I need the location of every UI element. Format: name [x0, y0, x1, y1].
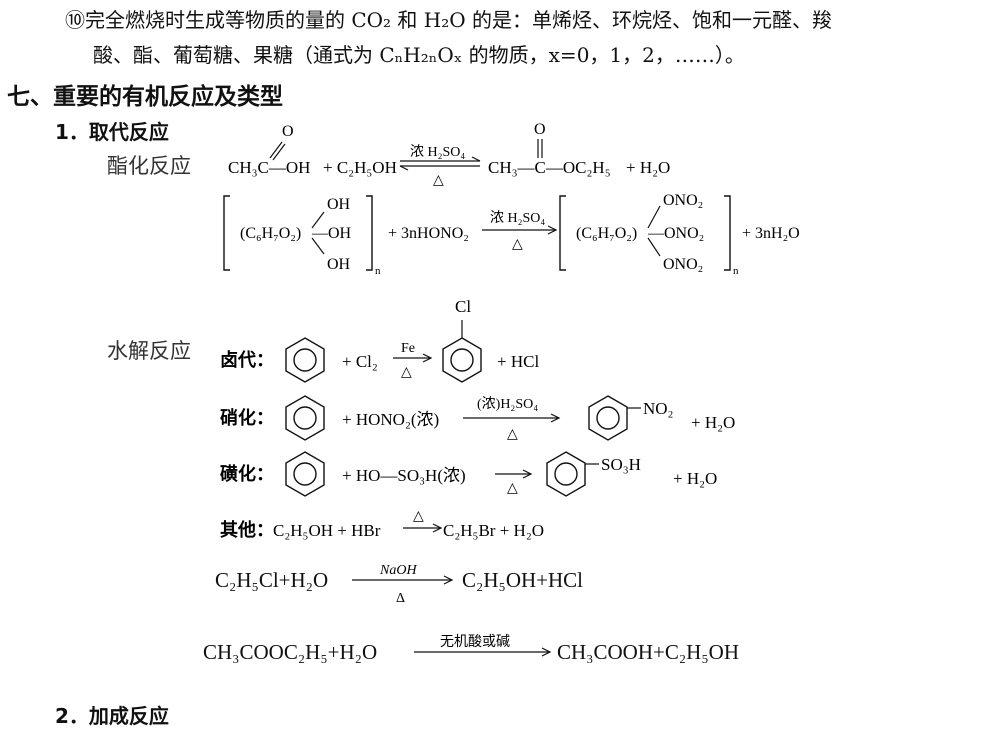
sulfonation-label: 磺化： [220, 463, 274, 484]
ester-hydrolysis-arrow: 无机酸或碱 [414, 634, 552, 657]
cellulose-core-2: (C₆H₇O₂) [576, 225, 637, 242]
bracket-right-2 [724, 195, 731, 271]
others-reaction: C₂H₅OH + HBr [273, 521, 381, 540]
cellulose-catalyst: 浓 H₂SO₄ [490, 210, 545, 226]
oh-mid: —OH [311, 225, 352, 242]
sulfonation-reagent: + HO—SO₃H(浓) [342, 466, 466, 485]
ester-catalyst: 浓 H₂SO₄ [410, 144, 465, 160]
ono2-bottom: ONO₂ [663, 256, 703, 273]
chloroethane-arrow: NaOH Δ [352, 563, 454, 606]
halogenation-condition: △ [401, 365, 412, 380]
n-subscript-1: n [375, 265, 381, 277]
cellulose-arrow-head [547, 225, 558, 235]
halogenation-label: 卤代： [220, 349, 274, 370]
oh-bottom: OH [327, 256, 351, 273]
ono2-top: ONO₂ [663, 192, 703, 209]
halogenation-reagent: + Cl₂ [342, 352, 378, 371]
section7-title: 七、重要的有机反应及类型 [7, 84, 283, 110]
ester-condition: △ [433, 173, 444, 188]
halogenation-catalyst: Fe [401, 341, 415, 356]
reversible-arrow-top-head [471, 156, 481, 162]
sulfonation-product2: + H₂O [673, 469, 717, 488]
sulfonation-arrow-head [522, 469, 533, 479]
ester-alcohol-reactant: + C₂H₅OH [323, 158, 397, 177]
item10-line2: 酸、酯、葡萄糖、果糖（通式为 CₙH₂ₙOₓ 的物质，x=0，1，2，……）。 [93, 43, 745, 67]
nitration-reagent: + HONO₂(浓) [342, 410, 439, 429]
bracket-left-2 [559, 195, 566, 271]
chloroethane-catalyst: NaOH [379, 563, 417, 578]
cellulose-condition: △ [512, 237, 523, 252]
cellulose-core-1: (C₆H₇O₂) [240, 225, 301, 242]
chloroethane-reactants: C₂H₅Cl+H₂O [215, 568, 329, 592]
chloroethane-arrow-head [443, 575, 454, 585]
acid-double-bond [269, 141, 283, 159]
bracket-left-1 [223, 195, 230, 271]
nitration-catalyst: (浓)H₂SO₄ [477, 396, 538, 412]
bond-down-2 [647, 237, 661, 257]
sulfonation-condition: △ [507, 481, 518, 496]
ester-hydrolysis-reactants: CH₃COOC₂H₅+H₂O [203, 640, 378, 664]
benzene-ring-4 [588, 395, 628, 441]
cellulose-nitration-equation: (C₆H₇O₂) OH —OH OH n + 3nHONO₂ 浓 H₂SO₄ △… [223, 192, 800, 277]
others-condition: △ [413, 509, 424, 524]
ono2-mid: —ONO₂ [647, 225, 704, 242]
others-arrow-head [432, 523, 443, 533]
nitration-label: 硝化： [220, 407, 274, 428]
nitration-condition: △ [507, 427, 518, 442]
ester-hydrolysis-arrow-head [541, 647, 552, 657]
nitration-reagent: + 3nHONO₂ [388, 225, 469, 242]
hydrolysis-label: 水解反应 [107, 339, 191, 363]
others-products: C₂H₅Br + H₂O [443, 521, 544, 540]
item10-line1: ⑩完全燃烧时生成等物质的量的 CO₂ 和 H₂O 的是：单烯烃、环烷烃、饱和一元… [65, 8, 833, 32]
chloro-substituent: Cl [455, 297, 471, 316]
esterification-equation: O CH₃C—OH + C₂H₅OH 浓 H₂SO₄ △ O CH₃—C—OC₂… [228, 121, 670, 188]
chloroethane-condition: Δ [396, 591, 405, 606]
reversible-arrow-bottom-head [399, 165, 409, 171]
benzene-reactions: 卤代： + Cl₂ Fe △ Cl + HCl 硝化： + HONO₂(浓) (… [220, 297, 735, 540]
ester-product: CH₃—C—OC₂H₅ [488, 158, 611, 177]
acid-double-bond-2 [272, 143, 286, 161]
benzene-ring-3 [285, 395, 325, 441]
ester-carbonyl-o: O [534, 121, 546, 138]
halogenation-arrow-head [422, 353, 433, 363]
bracket-right-1 [366, 195, 373, 271]
sub1-title: 1．取代反应 [55, 120, 169, 144]
ester-hydrolysis-catalyst: 无机酸或碱 [440, 634, 510, 650]
sulfo-substituent: SO₃H [601, 455, 641, 474]
bond-up-2 [647, 205, 661, 229]
chloroethane-products: C₂H₅OH+HCl [462, 568, 583, 592]
acid-carbonyl-o: O [282, 123, 294, 140]
ester-acid-reactant: CH₃C—OH [228, 158, 310, 177]
nitration-product2: + H₂O [691, 413, 735, 432]
others-label: 其他： [220, 519, 274, 540]
benzene-ring-2 [442, 337, 482, 383]
benzene-ring-5 [285, 451, 325, 497]
ester-water: + H₂O [626, 158, 670, 177]
bond-down-1 [311, 237, 325, 255]
halogenation-product2: + HCl [497, 352, 539, 371]
sub2-title: 2．加成反应 [55, 704, 169, 728]
oh-top: OH [327, 196, 351, 213]
nitro-substituent: NO₂ [643, 399, 673, 418]
bond-up-1 [311, 211, 325, 229]
esterification-label: 酯化反应 [107, 154, 191, 178]
nitration-arrow-head [550, 413, 561, 423]
n-subscript-2: n [733, 265, 739, 277]
ester-hydrolysis-products: CH₃COOH+C₂H₅OH [557, 640, 739, 664]
benzene-ring-1 [285, 337, 325, 383]
cellulose-water: + 3nH₂O [742, 225, 800, 242]
benzene-ring-6 [546, 451, 586, 497]
